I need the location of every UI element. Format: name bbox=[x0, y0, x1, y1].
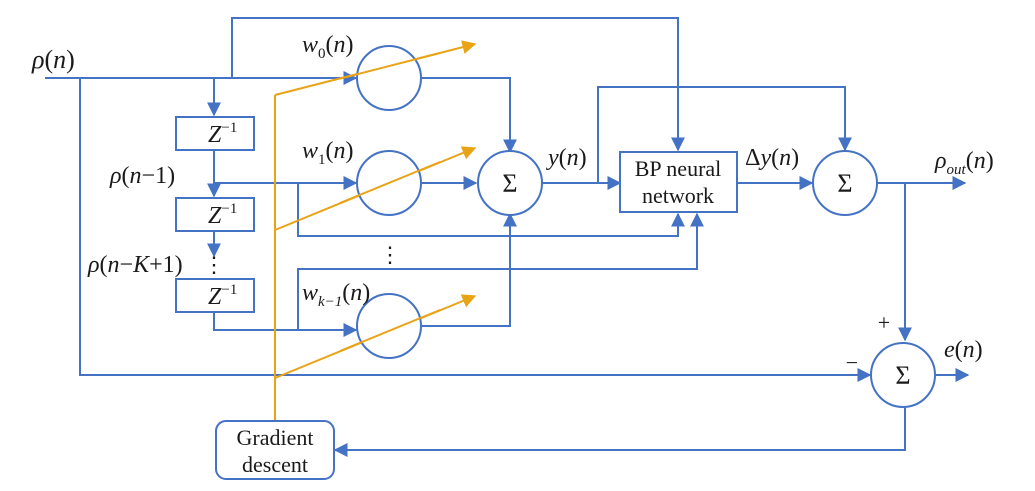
delay-label-2: Z−1 bbox=[208, 201, 237, 229]
sum-output-circle bbox=[812, 150, 878, 216]
label-delta-y: Δy(n) bbox=[745, 145, 799, 171]
sum-weights-circle bbox=[477, 150, 543, 216]
reference-wire bbox=[79, 78, 872, 382]
minus-sign: − bbox=[846, 350, 858, 375]
bp-network-label-line1: BP neural bbox=[635, 156, 722, 181]
sum-weights-symbol: Σ bbox=[502, 169, 517, 198]
ellipsis-weights: ⋮ bbox=[379, 242, 401, 267]
gradient-descent-label-line2: descent bbox=[242, 452, 308, 477]
bp-network-label-line2: network bbox=[642, 183, 714, 208]
label-e: e(n) bbox=[944, 337, 983, 363]
gradient-descent-label-line1: Gradient bbox=[237, 425, 314, 450]
wk-to-sum-wire bbox=[422, 212, 517, 327]
plus-sign: + bbox=[878, 310, 890, 335]
label-rho-n-1: ρ(n−1) bbox=[109, 163, 175, 189]
y-bypass-wire bbox=[597, 86, 852, 183]
delay-box-3 bbox=[175, 278, 255, 313]
label-wk: wk−1(n) bbox=[302, 280, 370, 310]
label-rho-n: ρ(n) bbox=[31, 45, 75, 74]
ellipsis-taps: ⋮ bbox=[203, 252, 225, 277]
w0-to-sum-wire bbox=[422, 77, 517, 154]
sum-error-circle bbox=[870, 342, 936, 408]
delay-label-3: Z−1 bbox=[208, 282, 237, 310]
label-y: y(n) bbox=[546, 145, 587, 171]
label-rho-n-k: ρ(n−K+1) bbox=[87, 252, 183, 278]
bp-network-box bbox=[619, 151, 738, 213]
label-w0: w0(n) bbox=[302, 32, 354, 62]
sum-error-symbol: Σ bbox=[895, 361, 910, 390]
delay-box-1 bbox=[175, 116, 255, 151]
tapk-wire bbox=[213, 312, 358, 337]
label-w1: w1(n) bbox=[302, 138, 354, 168]
sum-output-symbol: Σ bbox=[837, 169, 852, 198]
adapt-overlay bbox=[339, 52, 441, 352]
gradient-descent-box bbox=[215, 420, 335, 480]
tapk-to-bp-wire bbox=[297, 212, 704, 330]
delay-label-1: Z−1 bbox=[208, 120, 237, 148]
input-to-bp-wire bbox=[231, 17, 685, 152]
error-to-gd-wire bbox=[333, 408, 906, 457]
label-rho-out: ρout(n) bbox=[934, 148, 994, 178]
delay-box-2 bbox=[175, 197, 255, 232]
weight-wk-circle bbox=[356, 293, 422, 359]
weight-w0-circle bbox=[356, 45, 422, 111]
tap1-to-bp-wire bbox=[297, 183, 685, 237]
signal-wires bbox=[45, 17, 970, 457]
